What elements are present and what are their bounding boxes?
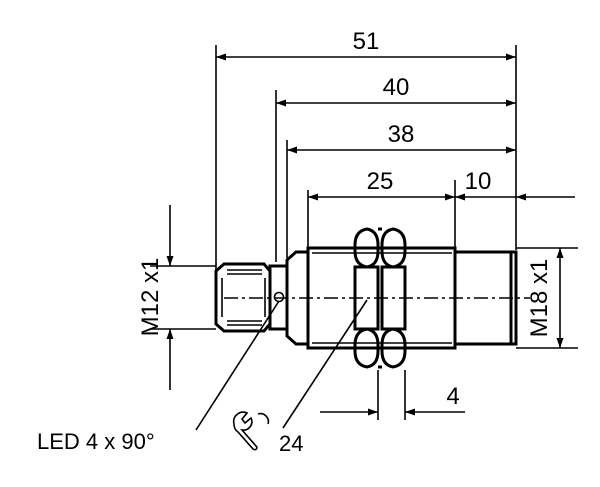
dim-25: 25 [308, 168, 455, 201]
dim-10-label: 10 [465, 168, 492, 195]
sensor-body [214, 227, 530, 369]
dim-m18-label: M18 x1 [526, 259, 553, 338]
dim-m12: M12 x1 [137, 205, 216, 390]
hex-nut [353, 227, 407, 369]
led-callout: LED 4 x 90° [37, 429, 155, 454]
dim-4-label: 4 [446, 383, 459, 410]
dim-38: 38 [287, 121, 516, 154]
dim-51: 51 [216, 28, 516, 61]
dim-40-label: 40 [383, 74, 410, 101]
dim-4: 4 [320, 383, 465, 416]
led-indicator [273, 291, 285, 303]
dim-10: 10 [455, 168, 575, 201]
extension-lines [215, 45, 517, 420]
dim-25-label: 25 [367, 168, 394, 195]
dim-m12-label: M12 x1 [137, 258, 164, 337]
dim-m18: M18 x1 [516, 247, 578, 349]
dim-40: 40 [276, 74, 516, 107]
dim-51-label: 51 [353, 28, 380, 55]
leader-lines [195, 299, 368, 431]
wrench-icon [232, 411, 270, 451]
wrench-size-callout: 24 [279, 431, 303, 456]
dim-38-label: 38 [388, 121, 415, 148]
